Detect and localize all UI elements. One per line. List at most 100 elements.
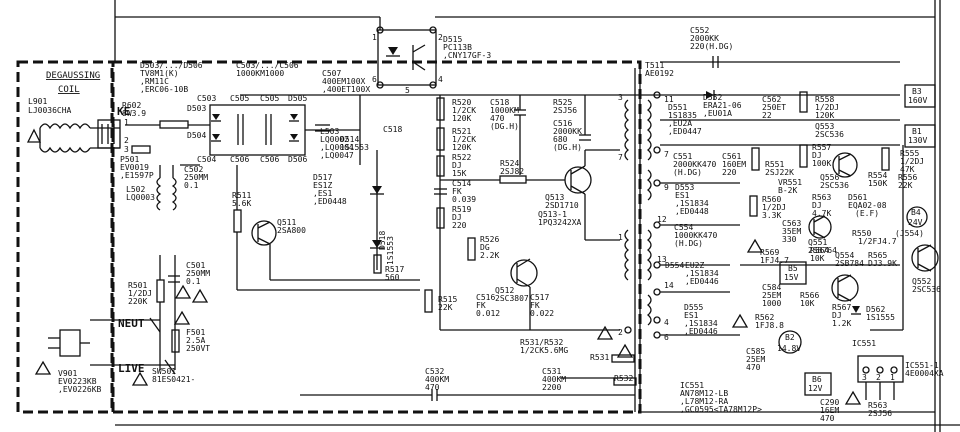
label-d503-506-c: ,ERC06-10B: [140, 85, 188, 94]
label-c532: C532: [425, 367, 444, 376]
label-l502-part: LQ0003: [126, 193, 155, 202]
label-r563: R563: [812, 193, 831, 202]
label-r526: R526: [480, 235, 499, 244]
label-c563-b: 330: [782, 235, 797, 244]
label-c531-b: 2200: [542, 383, 561, 392]
label-c518: C518: [490, 98, 509, 107]
svg-text:C506: C506: [230, 155, 249, 164]
label-voltage: 160V: [908, 96, 927, 105]
warning-icon: [844, 390, 862, 405]
label-r563-b: 4.7K: [812, 209, 831, 218]
warning-icon: [596, 325, 614, 340]
label-c516-c: (DG.H): [553, 143, 582, 152]
label-p1: 1: [890, 373, 895, 382]
output-b5: B5 15V: [779, 261, 807, 285]
label--gc0595: ,GC0595<TA78M12P>: [680, 405, 762, 414]
label-r556-val: 22K: [898, 181, 913, 190]
label-r526-b: 2.2K: [480, 251, 499, 260]
label-p1: 1: [618, 233, 623, 242]
posistor-p501: [97, 119, 121, 149]
label-c507: C507: [322, 69, 341, 78]
label-c501: C501: [186, 261, 205, 270]
label-q552-part: 2SC536: [912, 285, 941, 294]
output-b4: B4 24V: [906, 206, 928, 228]
label-r566: R566: [800, 291, 819, 300]
label-r522-a: DJ: [452, 161, 462, 170]
label-r558: R558: [815, 95, 834, 104]
warning-icon: [26, 128, 42, 143]
label-c551-b: (H.DG): [673, 168, 702, 177]
transistor-q556: [832, 152, 858, 178]
label-r562-a: 1FJ8.8: [755, 321, 784, 330]
label-r511: R511: [232, 191, 251, 200]
transistor-q511: [251, 220, 277, 246]
label-r525-val: 2SJ56: [553, 106, 577, 115]
label-p4: 4: [438, 75, 443, 84]
label-q513-part: 2SD1710: [545, 201, 579, 210]
label-q556-part: 2SC536: [820, 181, 849, 190]
label-q511-part: 2SA800: [277, 226, 306, 235]
label-c503-506: C503/.../C506: [236, 61, 299, 70]
bridge-diodes: [211, 114, 299, 145]
label-id: B4: [911, 208, 921, 217]
label-p7: 7: [664, 150, 669, 159]
label-r554-val: 150K: [868, 179, 887, 188]
label-r519-a: DJ: [452, 213, 462, 222]
label-d555: D555: [684, 303, 703, 312]
label-r531-532: R531/R532: [520, 338, 564, 347]
label-r567-a: DJ: [832, 311, 842, 320]
label-c552-b: 220(H.DG): [690, 42, 733, 51]
label-d562: D562: [866, 305, 885, 314]
label-r521: R521: [452, 127, 471, 136]
label-f501-b: 250VT: [186, 344, 210, 353]
label-r560-a: 1/2DJ: [762, 203, 786, 212]
warning-icon: [191, 288, 209, 303]
label-l503: L503: [320, 127, 339, 136]
label-d553-c: ,ED0448: [675, 207, 709, 216]
label-p6: 6: [664, 333, 669, 342]
label-voltage: 24V: [908, 218, 923, 227]
svg-text:C505: C505: [260, 94, 279, 103]
label-r515: R515: [438, 295, 457, 304]
label-r531-532-val: 1/2CK5.6MG: [520, 346, 568, 355]
label-r519: R519: [452, 205, 471, 214]
label-r560: R560: [762, 195, 781, 204]
label-r550-b: 1/2FJ4.7: [858, 237, 897, 246]
label-p9: 9: [664, 183, 669, 192]
label-r569-a: 1FJ4.7: [760, 256, 789, 265]
label-r567-b: 1.2K: [832, 319, 851, 328]
label-r557-a: DJ: [812, 151, 822, 160]
label-d562-val: 1S1555: [866, 313, 895, 322]
label-d561: D561: [848, 193, 867, 202]
label-r520-b: 120K: [452, 114, 471, 123]
label-q513-1-part: 1PQ3242XA: [538, 218, 582, 227]
label-id: B5: [788, 264, 798, 273]
label-c517: C517: [530, 293, 549, 302]
label-v901-a: EV0223KB: [58, 377, 97, 386]
label-c516b-b: 0.012: [476, 309, 500, 318]
label-r554: R554: [868, 171, 887, 180]
label-r565-val: DJ3.9K: [868, 259, 897, 268]
label-r524: R524: [500, 159, 519, 168]
label-r501: R501: [128, 281, 147, 290]
label-r520: R520: [452, 98, 471, 107]
label-q513: Q513: [545, 193, 564, 202]
label-r558-b: 120K: [815, 111, 834, 120]
transistor-q551: [808, 215, 832, 239]
label-vr551-a: B-2K: [778, 186, 797, 195]
label-r569: R569: [760, 248, 779, 257]
label-p1: 1: [124, 118, 129, 127]
label-r501-a: 1/2DJ: [128, 289, 152, 298]
label-q553: Q553: [815, 122, 834, 131]
label-d555-b: ,1S1834: [684, 319, 718, 328]
label-q512: Q512: [495, 286, 514, 295]
label-p2: 2: [876, 373, 881, 382]
degauss-coil: [39, 123, 91, 130]
label-r563b-val: 2SJ56: [868, 409, 892, 418]
svg-text:D504: D504: [187, 131, 206, 140]
label-p14: 14: [664, 281, 674, 290]
label-p13: 13: [657, 255, 667, 264]
label-c562-a: 250ET: [762, 103, 786, 112]
label-q551: Q551: [808, 238, 827, 247]
